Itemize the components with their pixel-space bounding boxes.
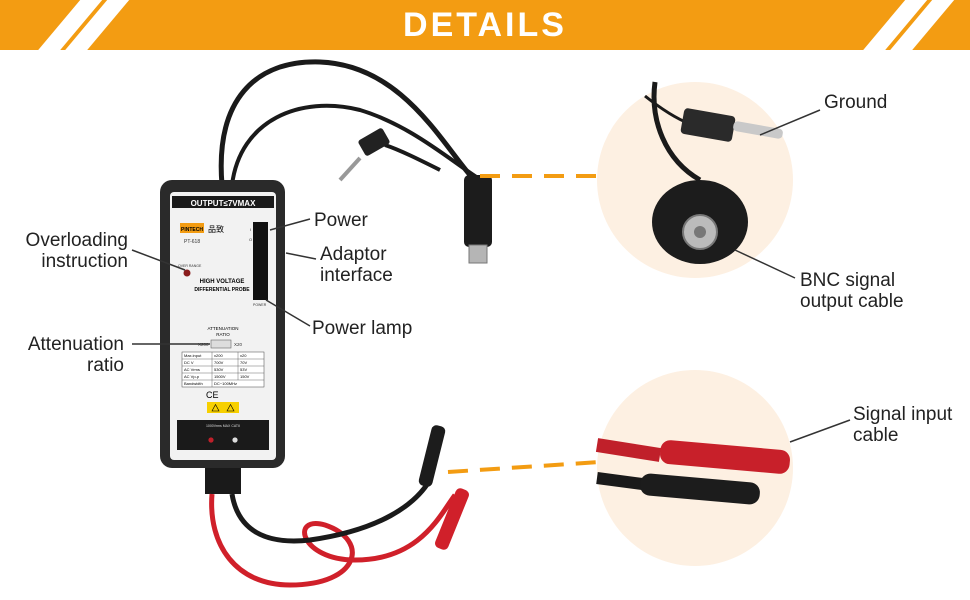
caution-icon <box>226 403 235 412</box>
ce-mark: CE <box>206 390 219 400</box>
probe-top-label: OUTPUT≤7VMAX <box>191 199 257 208</box>
bnc-connector <box>464 175 492 247</box>
probe-brand: PINTECH <box>181 227 203 233</box>
bnc-callout-line1: BNC signal <box>800 270 896 291</box>
overloading-callout-line2: instruction <box>41 251 128 272</box>
power-mark-on: I <box>250 227 251 232</box>
attenuation-heading-1: ATTENUATION <box>207 326 238 331</box>
black-plug-detail <box>640 473 760 505</box>
switch-right-label: X20 <box>234 342 243 347</box>
power-callout: Power <box>314 210 368 231</box>
signal-callout-line2: cable <box>853 425 899 446</box>
spec-cell: Max.input <box>184 353 202 358</box>
attenuation-heading-2: RATIO <box>216 332 230 337</box>
spec-cell: AC Vrms <box>184 367 200 372</box>
red-probe-tip <box>435 488 469 550</box>
spec-cell: DC V <box>184 360 194 365</box>
input-jack-black <box>232 437 238 443</box>
probe-title-1: HIGH VOLTAGE <box>200 279 245 285</box>
power-label: POWER <box>253 303 267 307</box>
probe-title-2: DIFFERENTIAL PROBE <box>194 287 250 293</box>
probe-model: PT-618 <box>184 239 200 245</box>
spec-cell: x200 <box>214 353 223 358</box>
bnc-detail-cable <box>651 81 702 183</box>
spec-cell: AC Vp-p <box>184 374 200 379</box>
signal-leader <box>789 419 851 443</box>
banner-title: DETAILS <box>403 6 567 44</box>
probe-brand-cn: 品致 <box>208 224 224 234</box>
output-cable-branch <box>230 103 480 186</box>
details-banner: DETAILS <box>0 0 970 50</box>
bnc-callout: BNC signal output cable <box>800 270 904 312</box>
black-input-lead <box>229 478 433 544</box>
black-probe-tip <box>418 425 446 487</box>
ground-callout: Ground <box>824 92 888 113</box>
adaptor-callout-line1: Adaptor <box>320 244 387 265</box>
strain-relief <box>205 468 241 494</box>
ground-pin-detail <box>733 121 783 139</box>
power-lamp-callout: Power lamp <box>312 318 413 339</box>
bnc-leader <box>734 249 796 279</box>
ground-plug <box>358 128 390 156</box>
over-range-text: OVER RANGE <box>178 264 202 268</box>
output-cable <box>218 59 472 186</box>
overloading-callout: Overloading instruction <box>0 230 128 272</box>
spec-table: Max.input x200 x20 DC V 700V 70V AC Vrms 530V 53… <box>181 351 265 388</box>
power-panel <box>253 222 268 300</box>
ground-plug-detail <box>680 108 736 142</box>
adaptor-leader <box>285 252 317 260</box>
power-leader <box>269 218 311 231</box>
probe-bottom-text: 1000Vrms MAX CATII <box>206 424 240 428</box>
power-lamp-leader <box>265 299 311 327</box>
spec-cell: 700V <box>214 360 224 365</box>
spec-cell: x20 <box>240 353 247 358</box>
ground-leader <box>759 109 821 136</box>
bnc-callout-line2: output cable <box>800 291 904 312</box>
adaptor-callout: Adaptor interface <box>320 244 393 286</box>
attenuation-callout: Attenuation ratio <box>0 334 124 376</box>
spec-cell: 530V <box>214 367 224 372</box>
input-jack-red <box>208 437 214 443</box>
ground-pin <box>338 156 362 182</box>
spec-cell: 53V <box>240 367 247 372</box>
warning-label <box>207 402 239 413</box>
overloading-callout-line1: Overloading <box>25 230 128 251</box>
red-input-lead <box>209 493 458 588</box>
attenuation-callout-line2: ratio <box>87 355 124 376</box>
spec-cell: Bandwidth <box>184 381 203 386</box>
signal-callout-line1: Signal input <box>853 404 953 425</box>
spec-cell: 1500V <box>214 374 226 379</box>
power-mark-off: O <box>249 237 252 242</box>
spec-cell: DC~100MHz <box>214 381 237 386</box>
overloading-leader <box>131 249 186 271</box>
adaptor-callout-line2: interface <box>320 265 393 286</box>
signal-callout: Signal input cable <box>853 404 952 446</box>
attenuation-callout-line1: Attenuation <box>27 334 124 355</box>
spec-cell: 150V <box>240 374 250 379</box>
attenuation-switch[interactable] <box>210 339 232 349</box>
overload-led <box>183 269 191 277</box>
warning-icon <box>211 403 220 412</box>
dashed-connector-bottom <box>447 460 601 474</box>
spec-cell: 70V <box>240 360 247 365</box>
red-plug-detail <box>660 440 790 474</box>
red-cable-detail <box>595 438 662 462</box>
